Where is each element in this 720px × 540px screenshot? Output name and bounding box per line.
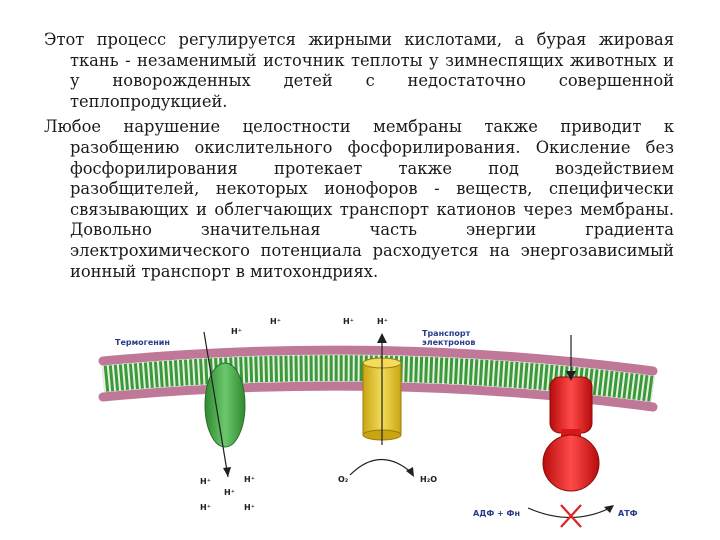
membrane-diagram: Термогенин Транспорт электронов O₂ H₂O А…	[80, 305, 700, 535]
proton-bottom-3: H⁺	[224, 488, 235, 497]
proton-top-1: H⁺	[231, 327, 242, 336]
proton-bottom-1: H⁺	[200, 477, 211, 486]
atp-synthase-protein	[549, 376, 593, 434]
proton-top-3: H⁺	[343, 317, 354, 326]
proton-bottom-2: H⁺	[244, 475, 255, 484]
membrane-outer-leaflet	[98, 345, 658, 376]
proton-top-4: H⁺	[377, 317, 388, 326]
text-content: Этот процесс регулируется жирными кислот…	[44, 30, 674, 287]
proton-bottom-5: H⁺	[244, 503, 255, 512]
thermogenin-proton-arrow	[203, 331, 229, 478]
proton-top-2: H⁺	[270, 317, 281, 326]
paragraph-membrane-damage: Любое нарушение целостности мембраны так…	[44, 117, 674, 281]
thermogenin-protein	[204, 362, 246, 448]
atp-label: АТФ	[618, 509, 638, 518]
o2-label: O₂	[338, 475, 349, 484]
o2-to-h2o-arrow	[349, 458, 413, 476]
electron-transport-label: Транспорт электронов	[422, 329, 476, 347]
thermogenin-label: Термогенин	[115, 338, 170, 347]
paragraph-brown-fat: Этот процесс регулируется жирными кислот…	[44, 30, 674, 111]
atp-synthase-head	[542, 434, 600, 492]
adp-fn-label: АДФ + Фн	[473, 509, 520, 518]
proton-bottom-4: H⁺	[200, 503, 211, 512]
h2o-label: H₂O	[420, 475, 437, 484]
membrane-diagram-graphic	[98, 331, 658, 528]
thermogenin-arrow-head	[223, 467, 231, 477]
